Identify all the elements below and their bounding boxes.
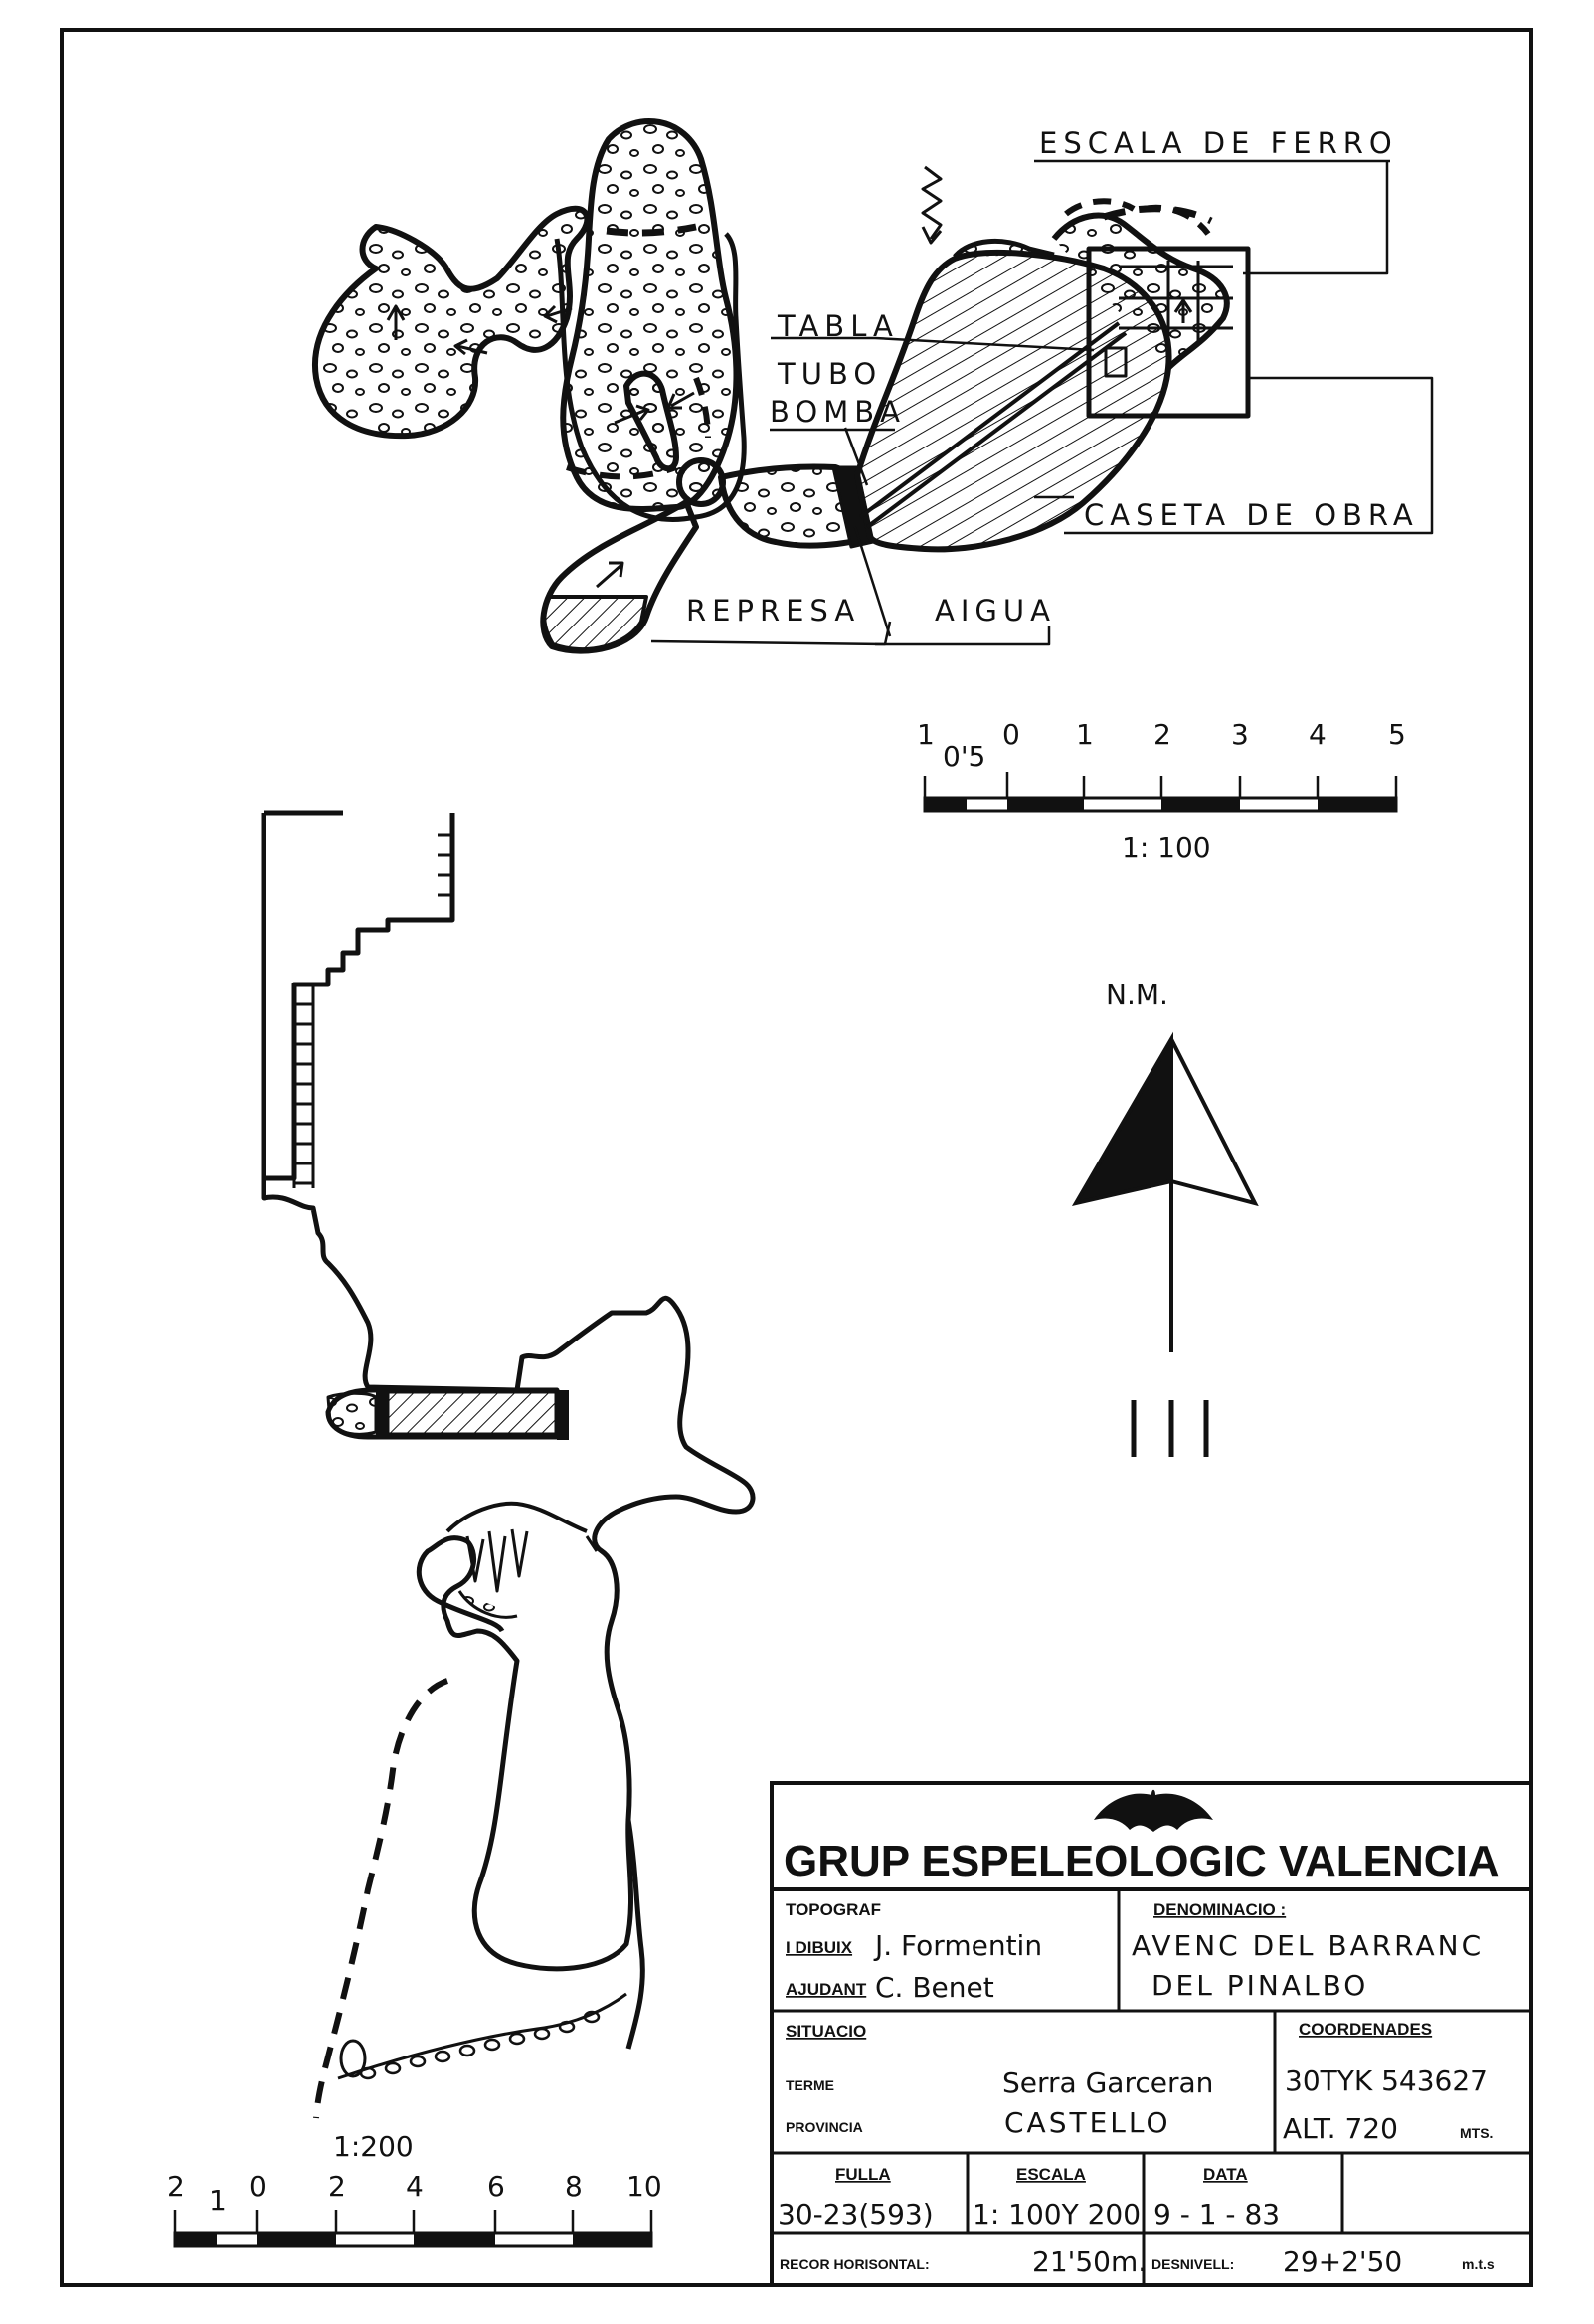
scale-section-tick: 1: [209, 2184, 227, 2217]
plan-boulder: [676, 457, 726, 507]
section-cave-outline: [261, 1178, 756, 1972]
label-bomba: BOMBA: [770, 395, 906, 429]
data-value: 9 - 1 - 83: [1153, 2198, 1280, 2231]
data-label: DATA: [1203, 2165, 1248, 2184]
coordenades-value: 30TYK 543627: [1285, 2064, 1488, 2097]
terme-label: TERME: [786, 2077, 834, 2093]
denominacio-line2: DEL PINALBO: [1151, 1969, 1368, 2002]
ajudant-name: C. Benet: [875, 1971, 994, 2004]
section-shaft-outline: [261, 813, 455, 1181]
label-tabla: TABLA: [777, 309, 899, 343]
desnivell-label: DESNIVELL:: [1151, 2256, 1234, 2272]
fulla-value: 30-23(593): [778, 2198, 934, 2231]
title-block: GRUP ESPELEOLOGIC VALENCIA TOPOGRAF I DI…: [770, 1781, 1533, 2287]
scale-section-ratio: 1:200: [333, 2130, 414, 2163]
scale-bar-section: 1:200 2 1 0 2 4 6 8 10: [167, 2130, 662, 2248]
north-label: N.M.: [1106, 979, 1168, 1011]
scale-section-tick: 8: [565, 2170, 583, 2203]
north-arrow: N.M.: [1071, 979, 1259, 1457]
scale-plan-ratio: 1: 100: [1122, 831, 1211, 864]
scale-plan-tick: 5: [1388, 718, 1406, 751]
scale-plan-tick: 0'5: [943, 740, 985, 773]
plan-squiggle-symbol: [921, 165, 943, 245]
scale-plan-tick: 3: [1231, 718, 1249, 751]
situacio-label: SITUACIO: [786, 2022, 866, 2041]
scale-plan-tick: 2: [1153, 718, 1171, 751]
scale-section-tick: 2: [167, 2170, 185, 2203]
plan-labels: ESCALA DE FERRO TABLA TUBO BOMBA CASETA …: [686, 126, 1419, 627]
label-tubo: TUBO: [777, 357, 882, 391]
label-caseta-de-obra: CASETA DE OBRA: [1084, 498, 1419, 532]
topograf-label: TOPOGRAF: [786, 1900, 881, 1919]
scale-bar-plan: 1 0'5 0 1 2 3 4 5 1: 100: [917, 718, 1406, 864]
altitude-unit: MTS.: [1460, 2125, 1493, 2141]
coordenades-label: COORDENADES: [1299, 2020, 1432, 2039]
plan-left-chamber: [311, 205, 591, 440]
provincia-value: CASTELLO: [1004, 2106, 1171, 2139]
label-escala-de-ferro: ESCALA DE FERRO: [1039, 126, 1398, 160]
section-ladder: [292, 984, 315, 1188]
fulla-label: FULLA: [835, 2165, 891, 2184]
plan-lower-pocket: [540, 499, 699, 654]
scale-section-tick: 6: [487, 2170, 505, 2203]
altitude-value: ALT. 720: [1283, 2112, 1398, 2145]
org-name: GRUP ESPELEOLOGIC VALENCIA: [784, 1837, 1500, 1885]
recor-value: 21'50m.: [1032, 2245, 1147, 2278]
terme-value: Serra Garceran: [1002, 2066, 1213, 2099]
section-water: [386, 1390, 569, 1436]
plan-caseta-box: [1086, 246, 1251, 419]
scale-plan-tick: 1: [917, 718, 935, 751]
denominacio-line1: AVENC DEL BARRANC: [1132, 1929, 1484, 1962]
label-represa: REPRESA: [686, 594, 860, 627]
scale-section-tick: 4: [406, 2170, 424, 2203]
scale-section-tick: 10: [626, 2170, 662, 2203]
denominacio-label: DENOMINACIO :: [1153, 1900, 1286, 1919]
dibuix-label: I DIBUIX: [786, 1938, 853, 1957]
recor-label: RECOR HORISONTAL:: [780, 2256, 930, 2272]
scale-section-tick: 0: [249, 2170, 266, 2203]
scale-section-tick: 2: [328, 2170, 346, 2203]
plan-tall-chamber: [560, 118, 740, 512]
section-boulder: [339, 2039, 367, 2078]
desnivell-value: 29+2'50: [1283, 2245, 1402, 2278]
section-view: [261, 810, 756, 2119]
escala-value: 1: 100Y 200: [973, 2198, 1141, 2231]
scale-plan-tick: 4: [1309, 718, 1327, 751]
escala-label: ESCALA: [1016, 2165, 1086, 2184]
plan-passage: [718, 463, 873, 549]
scale-plan-tick: 0: [1002, 718, 1020, 751]
dibuix-name: J. Formentin: [873, 1929, 1042, 1962]
plan-finger: [623, 370, 679, 472]
bat-logo-icon: [1094, 1789, 1213, 1832]
label-aigua: AIGUA: [935, 594, 1056, 627]
provincia-label: PROVINCIA: [786, 2119, 863, 2135]
plan-view: [311, 118, 1434, 654]
section-stalactites: [465, 1528, 529, 1593]
desnivell-unit: m.t.s: [1462, 2256, 1495, 2272]
scale-plan-tick: 1: [1076, 718, 1094, 751]
ajudant-label: AJUDANT: [786, 1980, 867, 1999]
